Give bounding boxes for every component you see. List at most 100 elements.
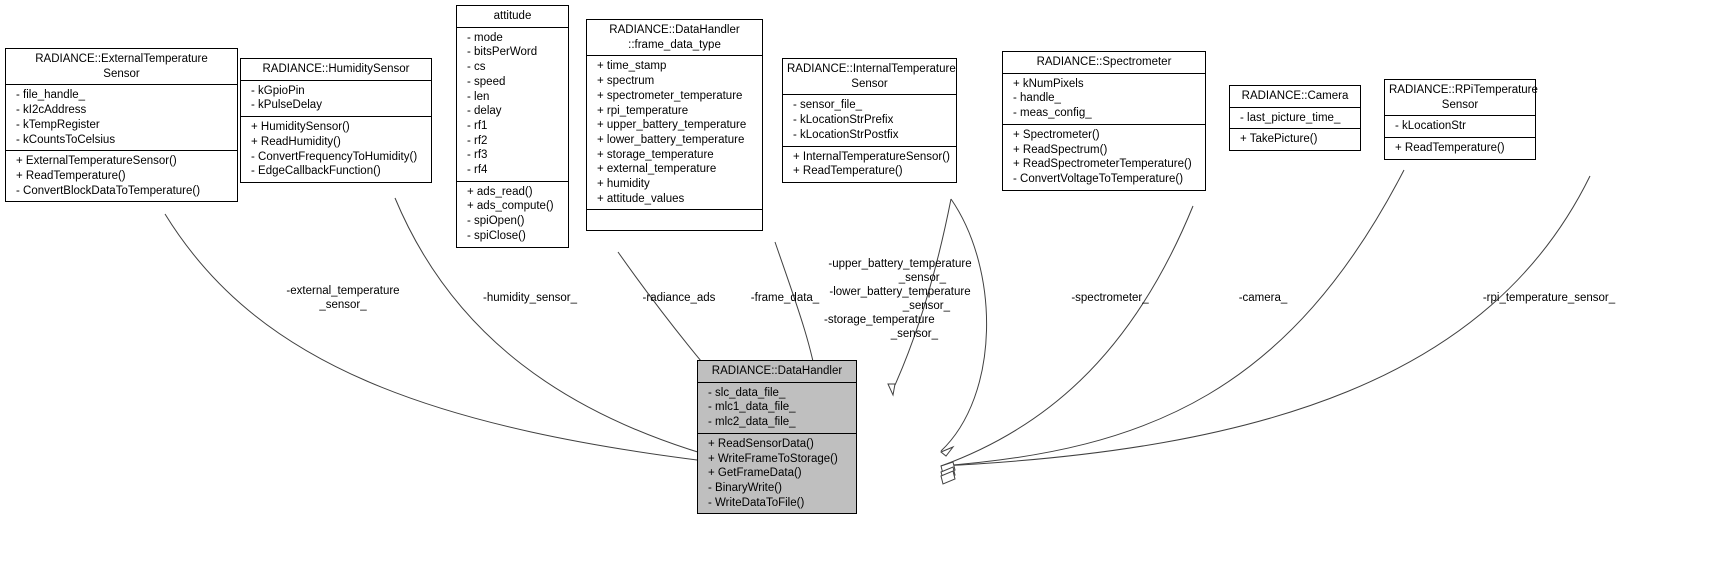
- edge-camera: [940, 169, 1405, 467]
- edge-label-line: _sensor_: [902, 300, 950, 312]
- edge-label-line: -spectrometer_: [1071, 292, 1149, 304]
- attribute: - kGpioPin: [251, 84, 305, 97]
- attribute: + rpi_temperature: [597, 104, 689, 117]
- edge-label-line: -frame_data_: [750, 292, 820, 304]
- edge-label-line: -upper_battery_temperature: [828, 258, 972, 270]
- edge-label-spectrometer: -spectrometer_: [1060, 291, 1160, 305]
- method: - spiOpen(): [467, 215, 525, 228]
- method: + HumiditySensor(): [251, 121, 350, 134]
- class-title: RADIANCE::Spectrometer: [1003, 52, 1205, 73]
- attribute: + attitude_values: [597, 192, 685, 205]
- method: + ReadTemperature(): [793, 165, 903, 178]
- method: - spiClose(): [467, 229, 526, 242]
- edge-label-line: -humidity_sensor_: [483, 292, 577, 304]
- attributes-section: - last_picture_time_: [1230, 106, 1360, 129]
- attribute: + external_temperature: [597, 163, 717, 176]
- attribute: - rf4: [467, 164, 488, 177]
- attributes-section: + time_stamp + spectrum + spectrometer_t…: [587, 55, 762, 209]
- class-camera[interactable]: RADIANCE::Camera - last_picture_time_ + …: [1229, 85, 1361, 152]
- class-name: attitude: [493, 10, 532, 22]
- attribute: - meas_config_: [1013, 107, 1092, 120]
- edge-label-line: -lower_battery_temperature: [829, 286, 971, 298]
- method: + ReadSensorData(): [708, 437, 814, 450]
- methods-section: + ReadSensorData() + WriteFrameToStorage…: [698, 432, 856, 514]
- edge-internal-temperature-sensors-a: [894, 198, 952, 386]
- diamond-internal-temperature-b: [940, 445, 955, 457]
- class-external-temperature-sensor[interactable]: RADIANCE::ExternalTemperature Sensor - f…: [5, 48, 238, 203]
- class-title: RADIANCE::Camera: [1230, 86, 1360, 107]
- attribute: - kLocationStrPostfix: [793, 128, 899, 141]
- methods-section: + HumiditySensor() + ReadHumidity() - Co…: [241, 116, 431, 182]
- class-internal-temperature-sensor[interactable]: RADIANCE::InternalTemperature Sensor - s…: [782, 58, 957, 183]
- class-name: RADIANCE::InternalTemperature: [787, 63, 956, 75]
- method: - WriteDataToFile(): [708, 496, 805, 509]
- edge-label-line: _sensor_: [898, 272, 946, 284]
- method: - ConvertFrequencyToHumidity(): [251, 150, 418, 163]
- class-name: Sensor: [1441, 98, 1479, 111]
- attribute: + lower_battery_temperature: [597, 133, 745, 146]
- edge-label-line: -external_temperature: [286, 285, 400, 297]
- attributes-section: - mode - bitsPerWord - cs - speed - len …: [457, 26, 568, 181]
- class-name: RADIANCE::ExternalTemperature: [35, 53, 208, 65]
- class-name: ::frame_data_type: [628, 38, 721, 51]
- method: - EdgeCallbackFunction(): [251, 165, 381, 178]
- attribute: - sensor_file_: [793, 99, 863, 112]
- edge-internal-temperature-sensors-b: [940, 198, 987, 452]
- edge-label-camera: -camera_: [1228, 291, 1298, 305]
- attribute: - file_handle_: [16, 89, 86, 102]
- edge-label-line: _sensor_: [319, 299, 367, 311]
- methods-section: + ads_read() + ads_compute() - spiOpen()…: [457, 180, 568, 247]
- attribute: + storage_temperature: [597, 148, 714, 161]
- attributes-section: - kLocationStr: [1385, 115, 1535, 137]
- edge-label-line: -camera_: [1238, 292, 1288, 304]
- attribute: - len: [467, 90, 490, 103]
- attributes-section: - file_handle_ - kI2cAddress - kTempRegi…: [6, 84, 237, 150]
- edge-label-rpi-temperature-sensor: -rpi_temperature_sensor_: [1474, 291, 1624, 305]
- methods-section: + Spectrometer() + ReadSpectrum() + Read…: [1003, 123, 1205, 190]
- class-name: RADIANCE::Spectrometer: [1036, 56, 1172, 68]
- class-name: RADIANCE::DataHandler: [609, 24, 740, 36]
- diamond-rpi-temperature-sensor: [940, 470, 956, 485]
- class-rpi-temperature-sensor[interactable]: RADIANCE::RPiTemperature Sensor - kLocat…: [1384, 79, 1538, 160]
- attribute: - kLocationStr: [1395, 120, 1466, 133]
- class-name: Sensor: [103, 67, 140, 80]
- attribute: - mlc2_data_file_: [708, 416, 796, 429]
- edge-label-frame-data: -frame_data_: [745, 291, 825, 305]
- attribute: - kLocationStrPrefix: [793, 114, 894, 127]
- edge-label-humidity-sensor: -humidity_sensor_: [470, 291, 590, 305]
- method: - ConvertVoltageToTemperature(): [1013, 172, 1184, 185]
- edge-label-external-temperature-sensor: -external_temperature _sensor_: [278, 284, 408, 312]
- attribute: + kNumPixels: [1013, 77, 1084, 90]
- attribute: - rf3: [467, 149, 488, 162]
- class-humidity-sensor[interactable]: RADIANCE::HumiditySensor - kGpioPin - kP…: [240, 58, 432, 183]
- attribute: - bitsPerWord: [467, 46, 538, 59]
- attributes-section: - kGpioPin - kPulseDelay: [241, 79, 431, 116]
- class-name: RADIANCE::Camera: [1241, 90, 1349, 102]
- edge-humidity-sensor: [394, 197, 749, 467]
- edge-label-stack: -upper_battery_temperature _sensor_ -low…: [820, 257, 980, 341]
- methods-section: + ReadTemperature(): [1385, 137, 1535, 159]
- attributes-section: + kNumPixels - handle_ - meas_config_: [1003, 72, 1205, 124]
- attribute: - slc_data_file_: [708, 386, 786, 399]
- method: + ReadHumidity(): [251, 135, 341, 148]
- method: + ReadSpectrometerTemperature(): [1013, 158, 1192, 171]
- method: + ads_read(): [467, 185, 533, 198]
- attribute: - cs: [467, 61, 486, 74]
- class-title: RADIANCE::DataHandler ::frame_data_type: [587, 20, 762, 55]
- edge-external-temperature-sensor: [164, 213, 749, 467]
- attribute: - kI2cAddress: [16, 104, 87, 117]
- edge-label-line: -rpi_temperature_sensor_: [1482, 292, 1616, 304]
- method: + ReadTemperature(): [1395, 142, 1505, 155]
- attribute: + humidity: [597, 178, 650, 191]
- class-spectrometer[interactable]: RADIANCE::Spectrometer + kNumPixels - ha…: [1002, 51, 1206, 191]
- attribute: - kPulseDelay: [251, 99, 322, 112]
- class-name: RADIANCE::RPiTemperature: [1389, 84, 1538, 96]
- method: + WriteFrameToStorage(): [708, 452, 838, 465]
- class-frame-data-type[interactable]: RADIANCE::DataHandler ::frame_data_type …: [586, 19, 763, 232]
- class-data-handler[interactable]: RADIANCE::DataHandler - slc_data_file_ -…: [697, 360, 857, 515]
- class-attitude[interactable]: attitude - mode - bitsPerWord - cs - spe…: [456, 5, 569, 248]
- method: + ads_compute(): [467, 200, 554, 213]
- method: + ReadSpectrum(): [1013, 143, 1108, 156]
- edge-rpi-temperature-sensor: [940, 175, 1591, 467]
- attribute: + time_stamp: [597, 60, 667, 73]
